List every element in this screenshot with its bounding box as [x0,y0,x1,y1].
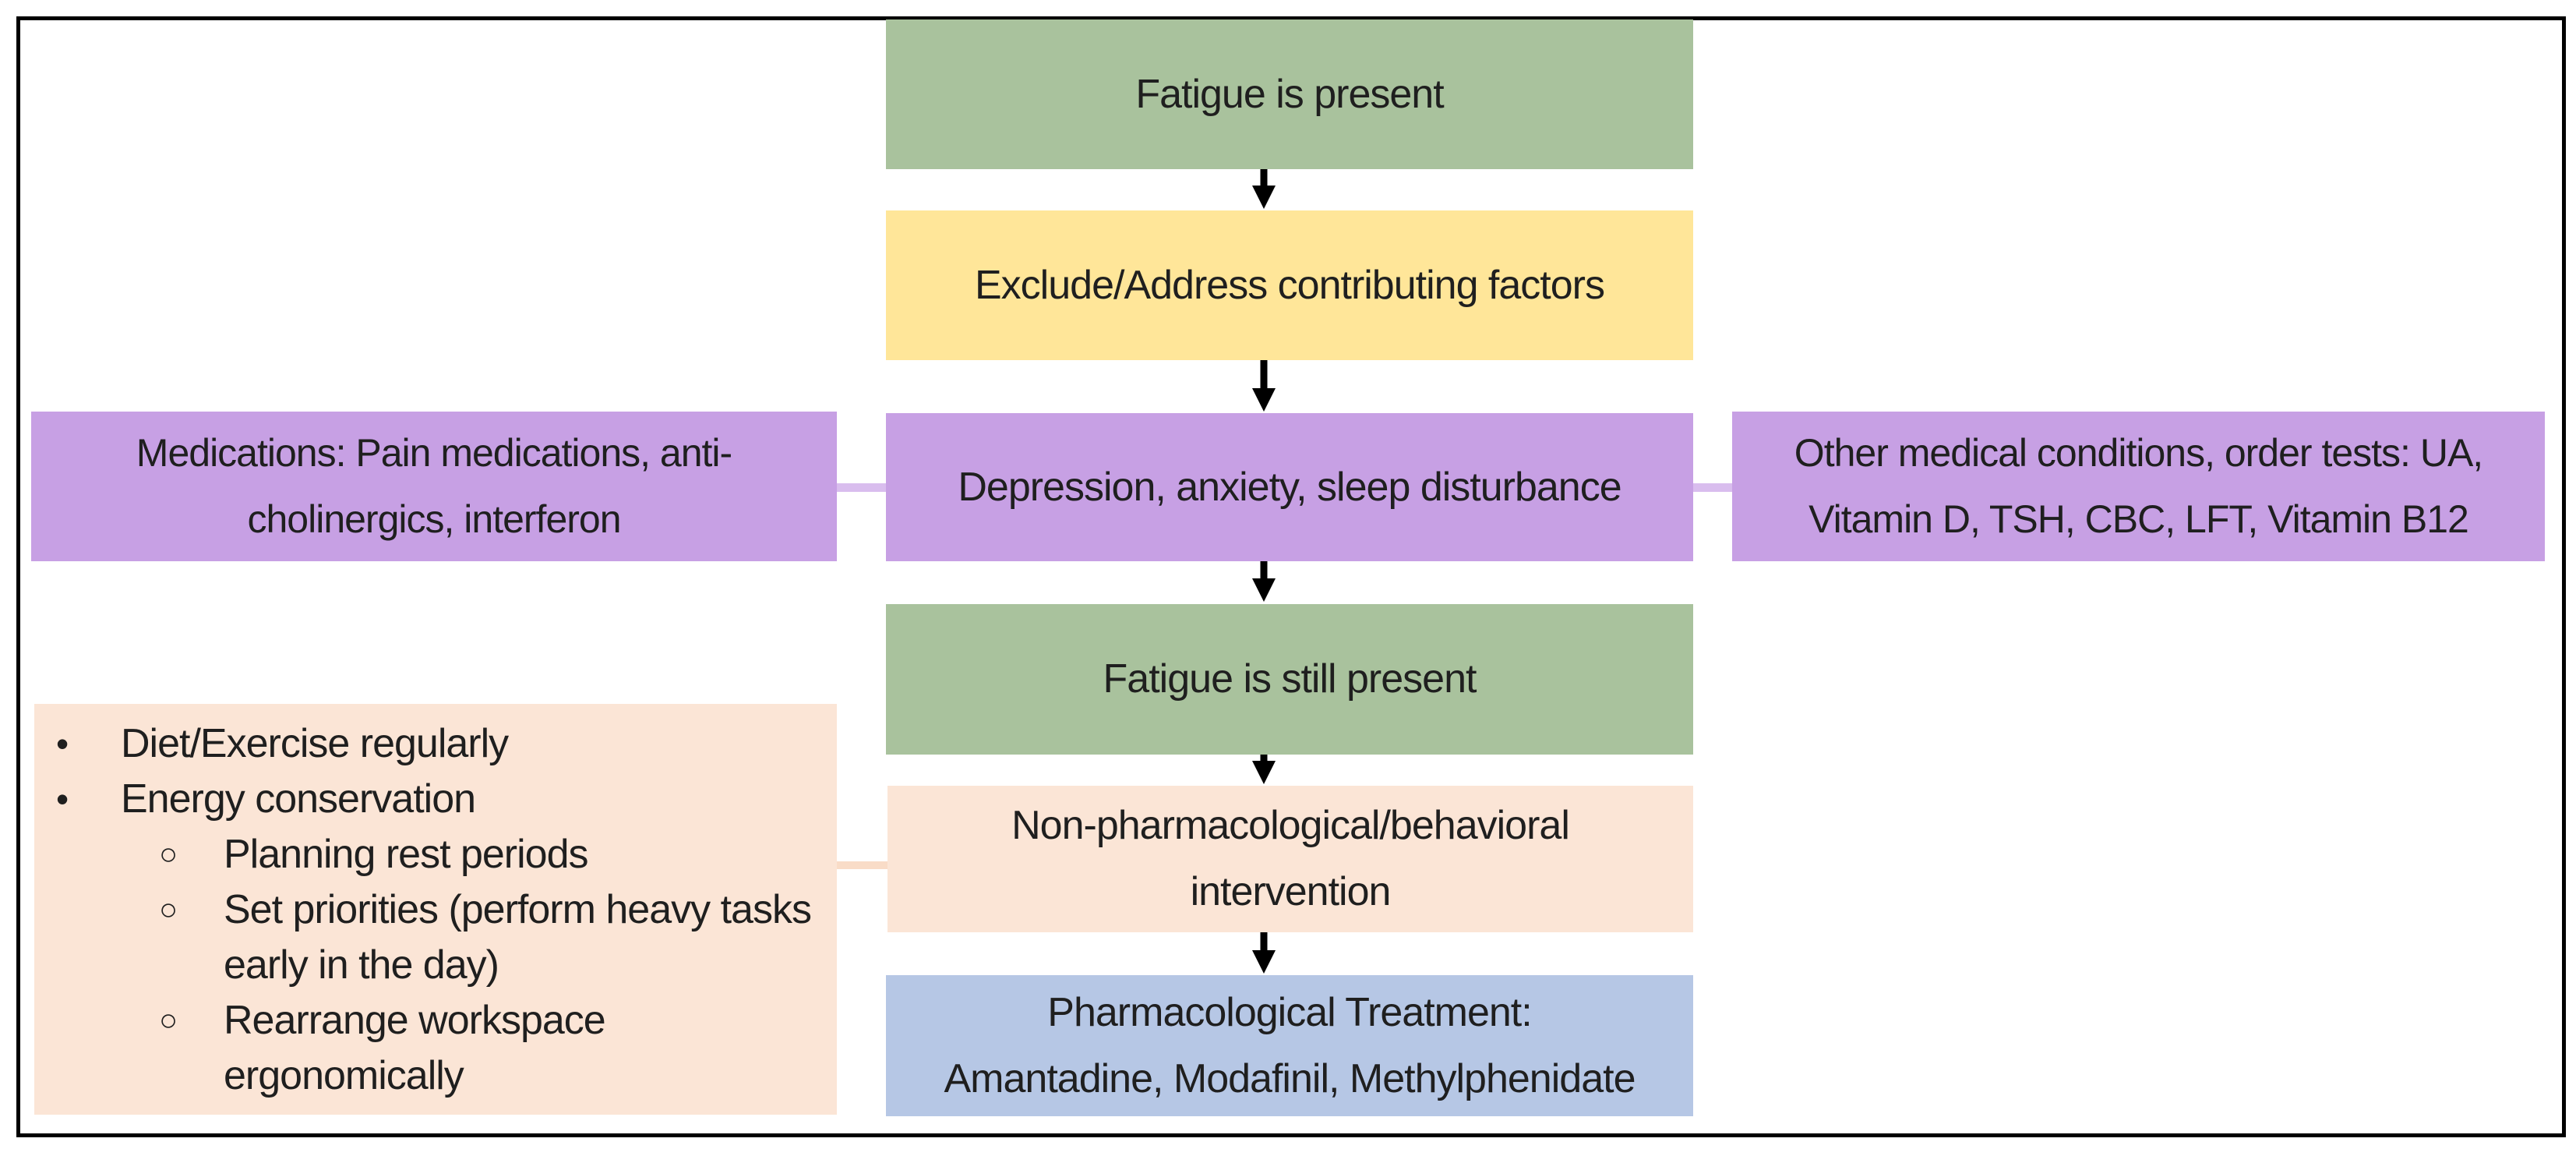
node-behavioral-list: • Diet/Exercise regularly • Energy conse… [34,704,837,1115]
behavioral-intervention-list: • Diet/Exercise regularly • Energy conse… [34,716,837,1104]
node-label-line1: Medications: Pain medications, anti- [136,431,732,475]
arrow-down-icon [1252,932,1276,974]
connector-behavioral-to-center [837,861,887,869]
node-label-line2: Vitamin D, TSH, CBC, LFT, Vitamin B12 [1808,497,2469,541]
sub-bullet-icon: ○ [159,893,178,927]
node-label-line1: Other medical conditions, order tests: U… [1794,431,2483,475]
bullet-icon: • [56,723,69,764]
list-item: ○ Set priorities (perform heavy tasks ea… [34,882,837,993]
node-pharmacological: Pharmacological Treatment: Amantadine, M… [886,975,1693,1116]
sub-bullet-icon: ○ [159,1003,178,1038]
node-label: Exclude/Address contributing factors [975,262,1605,308]
list-item: • Diet/Exercise regularly [34,716,837,772]
node-depression-anxiety-sleep: Depression, anxiety, sleep disturbance [886,413,1693,561]
connector-medications-to-center [837,483,886,492]
arrow-down-icon [1252,561,1276,602]
list-item: • Energy conservation [34,772,837,827]
node-exclude-factors: Exclude/Address contributing factors [886,210,1693,360]
list-item-label: Diet/Exercise regularly [121,721,509,766]
node-label-line1: Non-pharmacological/behavioral [1011,803,1570,848]
list-item-label: Planning rest periods [224,832,589,877]
node-medications: Medications: Pain medications, anti- cho… [31,412,837,561]
node-label: Fatigue is present [1135,71,1444,117]
list-item: ○ Rearrange workspace ergonomically [34,993,837,1104]
node-label-line1: Pharmacological Treatment: [1047,989,1532,1035]
node-label-line2: cholinergics, interferon [247,497,621,541]
node-label: Depression, anxiety, sleep disturbance [958,464,1621,510]
node-label: Fatigue is still present [1103,656,1477,702]
bullet-icon: • [56,779,69,819]
connector-center-to-tests [1693,483,1732,492]
node-label-line2: intervention [1190,869,1392,914]
list-item: ○ Planning rest periods [34,827,837,882]
node-non-pharmacological: Non-pharmacological/behavioral intervent… [887,786,1693,932]
node-fatigue-still-present: Fatigue is still present [886,604,1693,755]
list-item-label: Energy conservation [121,776,476,822]
list-item-label: Set priorities (perform heavy tasks earl… [224,887,812,988]
diagram-frame [16,16,2566,1137]
arrow-down-icon [1252,755,1276,784]
arrow-down-icon [1252,169,1276,209]
arrow-down-icon [1252,360,1276,412]
node-fatigue-present: Fatigue is present [886,19,1693,169]
node-label-line2: Amantadine, Modafinil, Methylphenidate [944,1055,1636,1101]
node-other-medical-tests: Other medical conditions, order tests: U… [1732,412,2545,561]
list-item-label: Rearrange workspace ergonomically [224,998,606,1098]
sub-bullet-icon: ○ [159,837,178,871]
